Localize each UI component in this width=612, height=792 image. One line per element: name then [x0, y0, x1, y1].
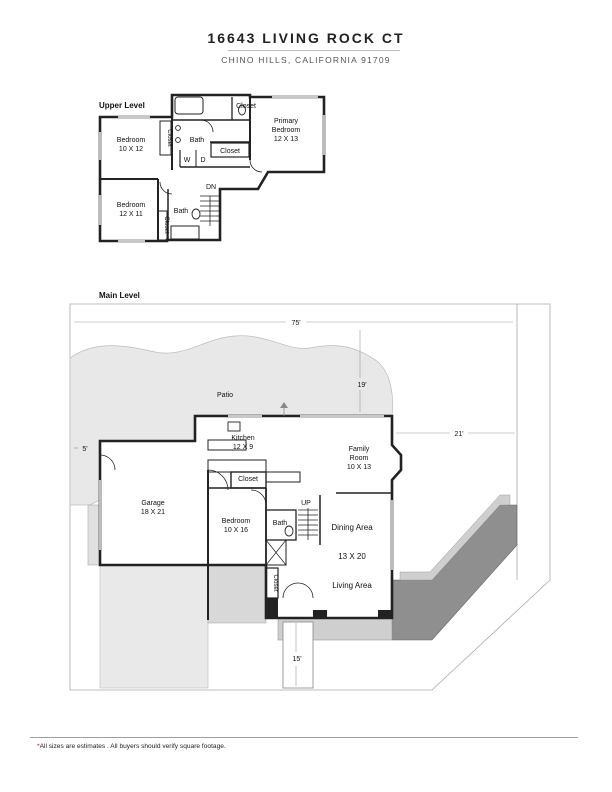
patio-label: Patio: [217, 392, 233, 399]
dim-side-21: 21': [454, 431, 463, 438]
dim-patio-19: 19': [357, 382, 366, 389]
dimension-lines: [74, 321, 515, 686]
family-room-label-2: Room: [350, 455, 369, 462]
upper-bedroom-b-size: 12 X 11: [119, 211, 143, 218]
main-bedroom-label: Bedroom: [222, 518, 251, 525]
washer-label: W: [184, 157, 191, 164]
main-level-site: [69, 303, 551, 691]
stairs-down-label: DN: [206, 184, 216, 191]
dim-side-5: 5': [82, 446, 87, 453]
dim-width-75: 75': [291, 320, 300, 327]
garage-label: Garage: [141, 500, 164, 507]
family-room-label: Family: [349, 446, 370, 453]
main-level-plan: [98, 402, 403, 620]
dining-area-size: 13 X 20: [338, 552, 366, 561]
upper-closet-top-label: Closet: [236, 103, 256, 110]
main-level-label: Main Level: [99, 291, 140, 300]
main-closet-vertical: Closet: [272, 574, 278, 591]
main-closet-label: Closet: [238, 476, 258, 483]
dryer-label: D: [200, 157, 205, 164]
upper-closet-vertical-2: Closet: [163, 216, 170, 234]
footer-disclaimer: *All sizes are estimates . All buyers sh…: [37, 743, 226, 750]
footer-star: *: [37, 743, 40, 750]
upper-bath-top-label: Bath: [190, 137, 205, 144]
main-bedroom-size: 10 X 16: [224, 527, 248, 534]
kitchen-label: Kitchen: [231, 435, 254, 442]
property-address: 16643 LIVING ROCK CT: [207, 30, 405, 46]
upper-closet-mid-label: Closet: [220, 148, 240, 155]
upper-level-label: Upper Level: [99, 101, 145, 110]
upper-level-plan: [98, 93, 326, 243]
title-divider: [228, 50, 400, 51]
main-bath-label: Bath: [273, 520, 288, 527]
primary-bedroom-label-2: Bedroom: [272, 127, 301, 134]
living-area-label: Living Area: [332, 581, 372, 590]
upper-bedroom-b-label: Bedroom: [117, 202, 146, 209]
kitchen-size: 12 X 9: [233, 444, 253, 451]
upper-bedroom-a-size: 10 X 12: [119, 146, 143, 153]
upper-closet-vertical-1: Closet: [166, 129, 173, 147]
primary-bedroom-label: Primary: [274, 118, 299, 125]
footer-divider: [30, 737, 578, 738]
garage-size: 18 X 21: [141, 509, 165, 516]
stairs-up-label: UP: [301, 500, 311, 507]
upper-bath-bottom-label: Bath: [174, 208, 189, 215]
footer-note: All sizes are estimates . All buyers sho…: [39, 743, 226, 750]
family-room-size: 10 X 13: [347, 464, 371, 471]
dim-front-15: 15': [292, 656, 301, 663]
dining-area-label: Dining Area: [331, 523, 373, 532]
primary-bedroom-size: 12 X 13: [274, 136, 298, 143]
property-city: CHINO HILLS, CALIFORNIA 91709: [221, 55, 391, 65]
upper-bedroom-a-label: Bedroom: [117, 137, 146, 144]
